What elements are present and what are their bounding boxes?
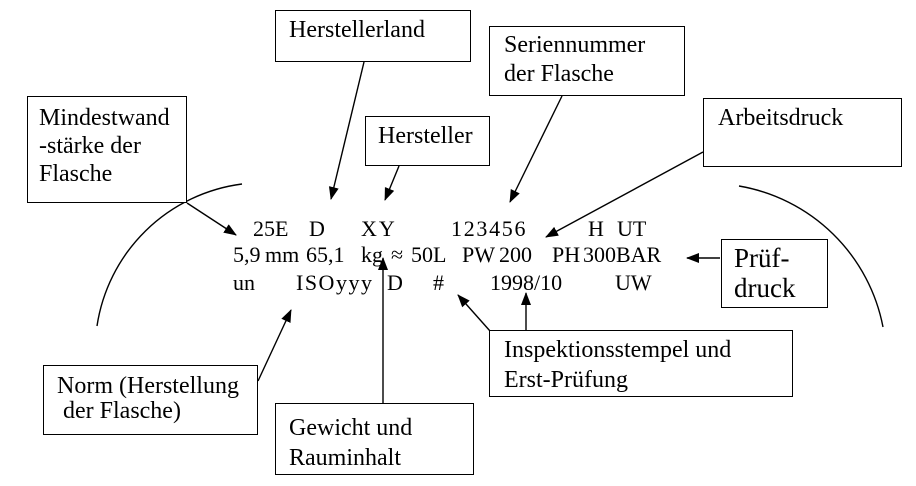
marking-ut: UT: [617, 216, 647, 241]
marking-manufacturer: XY: [361, 216, 397, 241]
label-text: Gewicht und: [289, 415, 413, 441]
marking-pw-value: 200: [499, 242, 532, 267]
label-text: Mindestwand: [39, 105, 170, 131]
label-text: Rauminhalt: [289, 445, 401, 471]
label-text: Prüf-: [734, 243, 790, 273]
label-box-inspection: Inspektionsstempel und Erst-Prüfung: [489, 330, 793, 397]
arrow-manufacturer-country: [328, 61, 365, 200]
marking-volume: 50L: [411, 242, 447, 267]
marking-wall: 5,9: [233, 242, 261, 267]
marking-ph-value: 300BAR: [583, 242, 662, 267]
cylinder-shoulder-arc-right: [738, 185, 884, 328]
marking-d: D: [387, 270, 403, 295]
label-box-test-pressure: Prüf- druck: [721, 239, 828, 308]
arrow-norm: [257, 309, 292, 382]
label-text: Hersteller: [378, 123, 473, 149]
marking-h: H: [588, 216, 604, 241]
label-box-serial-number: Seriennummer der Flasche: [489, 26, 685, 96]
arrow-min-wall: [186, 202, 237, 236]
marking-serial: 123456: [451, 216, 528, 241]
label-text: druck: [734, 273, 796, 303]
marking-weight: 65,1: [306, 242, 345, 267]
label-box-manufacturer-country: Herstellerland: [275, 10, 471, 62]
label-text: Herstellerland: [289, 17, 425, 43]
marking-country: D: [309, 216, 325, 241]
label-box-working-pressure: Arbeitsdruck: [703, 98, 902, 167]
arrow-serial-number: [509, 95, 563, 203]
arrow-inspection-stamp: [457, 294, 491, 332]
marking-ph: PH: [552, 242, 581, 267]
cylinder-shoulder-arc-left: [96, 183, 243, 327]
marking-approx: ≈: [391, 242, 404, 267]
arrow-working-pressure: [545, 151, 704, 238]
label-text: Inspektionsstempel und: [504, 337, 732, 363]
arrow-manufacturer: [384, 165, 400, 201]
label-text: der Flasche): [57, 398, 181, 424]
label-text: Erst-Prüfung: [504, 367, 628, 393]
marking-pw: PW: [462, 242, 495, 267]
marking-weight-unit: kg: [361, 242, 383, 267]
label-box-manufacturer: Hersteller: [365, 116, 490, 166]
label-text: der Flasche: [504, 61, 614, 87]
marking-uw: UW: [615, 270, 652, 295]
marking-norm: ISOyyy: [296, 270, 374, 295]
marking-wall-unit: mm: [265, 242, 300, 267]
label-text: Seriennummer: [504, 32, 646, 58]
marking-thread-code: 25E: [253, 216, 289, 241]
label-text: Flasche: [39, 161, 113, 187]
label-text: Arbeitsdruck: [718, 105, 844, 131]
label-box-weight-volume: Gewicht und Rauminhalt: [275, 403, 474, 475]
marking-date: 1998/10: [490, 270, 563, 295]
label-text: Norm (Herstellung: [57, 373, 239, 399]
label-box-min-wall: Mindestwand -stärke der Flasche: [27, 96, 187, 203]
marking-un: un: [233, 270, 255, 295]
label-text: -stärke der: [39, 133, 141, 159]
marking-hash: #: [433, 270, 444, 295]
label-box-norm: Norm (Herstellung der Flasche): [43, 365, 258, 435]
